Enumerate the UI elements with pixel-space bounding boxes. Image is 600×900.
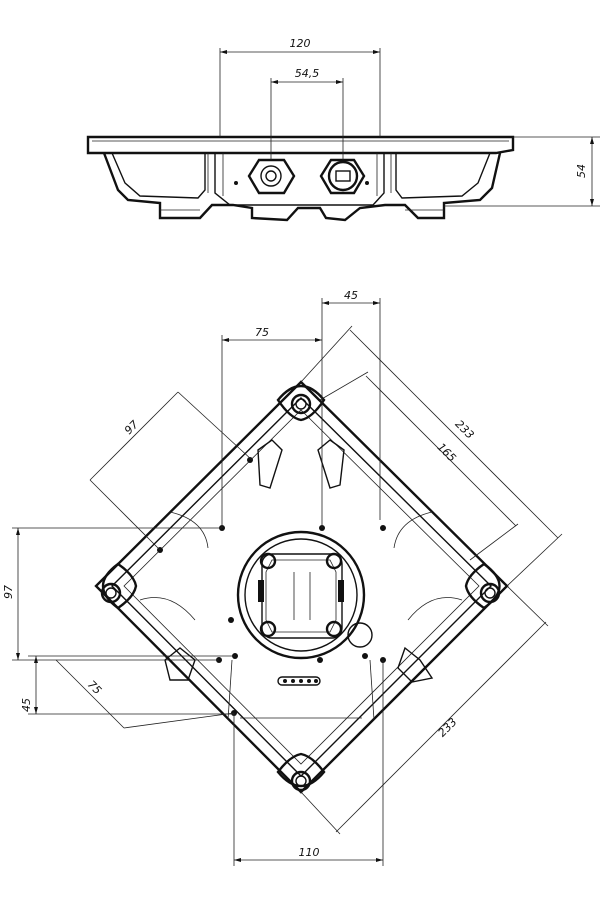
cable-gland-right (319, 158, 366, 195)
corner-boss-top (276, 384, 326, 422)
dim-label-54-5: 54,5 (295, 67, 320, 80)
front-view-housing (214, 153, 385, 206)
inner-ribs (139, 439, 463, 721)
corner-boss-right (464, 562, 501, 610)
front-view: 120 54,5 54 (86, 37, 600, 222)
dimension-54: 54 (444, 136, 600, 207)
dimension-54-5: 54,5 (270, 67, 344, 160)
dim-label-233-upper: 233 (452, 418, 476, 442)
screw-dot-left (234, 181, 238, 185)
corner-boss-left (100, 562, 138, 610)
dim-label-97-diag: 97 (122, 418, 141, 437)
cable-gland-left-core (265, 170, 277, 182)
dim-label-97-left: 97 (2, 585, 15, 599)
cable-gland-right-socket (335, 170, 351, 182)
cable-gland-left-ring (260, 165, 282, 187)
dim-label-120: 120 (290, 37, 311, 50)
dim-label-75-lower: 75 (85, 678, 104, 697)
dimension-97-left: 97 (2, 527, 222, 661)
cable-gland-right-ring (327, 160, 359, 192)
mounting-holes (157, 457, 386, 716)
dim-label-45-left: 45 (20, 698, 33, 712)
dim-label-233-lower: 233 (436, 716, 460, 740)
center-mount (236, 530, 366, 660)
dimension-120: 120 (219, 37, 381, 137)
corner-boss-bottom (276, 752, 326, 792)
dimension-110: 110 (233, 660, 384, 866)
dimension-45-left: 45 (20, 655, 235, 715)
dim-label-110: 110 (299, 846, 320, 859)
dimension-45-top: 45 (321, 289, 381, 528)
cable-gland-left (247, 158, 296, 195)
front-view-body (102, 152, 502, 222)
dimension-75-top: 75 (221, 326, 322, 528)
front-view-inner-left (111, 152, 206, 199)
front-view-flange (86, 135, 515, 155)
dim-label-75-top: 75 (255, 326, 269, 339)
dimension-165: 165 (319, 371, 519, 561)
front-view-inner-right (395, 152, 491, 199)
enclosure-outline-wall (123, 409, 480, 765)
dim-label-45-top: 45 (344, 289, 358, 302)
dim-label-54: 54 (575, 164, 588, 178)
dim-label-165: 165 (434, 441, 458, 465)
enclosure-outline-inner (111, 397, 492, 777)
top-view: 45 75 97 233 165 (2, 289, 563, 866)
screw-dot-right (365, 181, 369, 185)
